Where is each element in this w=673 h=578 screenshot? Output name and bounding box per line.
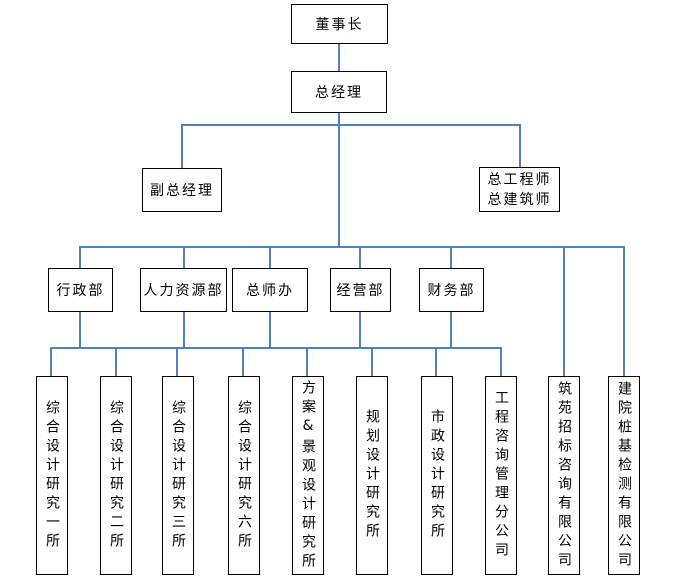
org-node-label: 综合设计研究六所	[236, 399, 252, 552]
org-node-unit-planning-institute: 规划设计研究所	[356, 376, 388, 575]
connector-level2-rail	[181, 124, 521, 126]
connector-dept2-down	[183, 312, 185, 349]
org-node-label-line2: 总建筑师	[487, 191, 552, 208]
org-node-unit-design-institute-6: 综合设计研究六所	[228, 376, 260, 575]
connector-to-dept-2	[183, 246, 185, 268]
org-node-label: 董事长	[315, 17, 364, 33]
org-node-general-manager: 总经理	[291, 71, 387, 113]
connector-to-unit-2	[115, 347, 117, 376]
org-node-label-line1: 总工程师	[487, 171, 552, 188]
connector-dept1-down	[79, 312, 81, 349]
connector-to-unit-9	[563, 246, 565, 376]
org-node-label: 人力资源部	[143, 283, 224, 299]
org-node-label: 工程咨询管理分公司	[493, 390, 509, 561]
org-node-label: 财务部	[427, 283, 476, 299]
connector-to-dept-1	[79, 246, 81, 268]
connector-gm-trunk	[338, 113, 340, 248]
org-node-deputy-general-manager: 副总经理	[142, 168, 222, 212]
org-node-dept-human-resources: 人力资源部	[140, 268, 227, 312]
org-node-unit-municipal-institute: 市政设计研究所	[421, 376, 453, 575]
connector-to-unit-5	[306, 347, 308, 376]
org-node-unit-engineering-consulting-branch: 工程咨询管理分公司	[485, 376, 517, 575]
org-node-dept-finance: 财务部	[419, 268, 484, 312]
org-node-chairman: 董事长	[291, 4, 388, 44]
org-node-label: 建院桩基检测有限公司	[616, 380, 632, 571]
org-node-unit-scheme-landscape-institute: 方案&景观设计研究所	[292, 376, 324, 575]
connector-to-unit-6	[371, 347, 373, 376]
org-node-label: 规划设计研究所	[364, 409, 380, 542]
org-node-unit-pile-foundation-testing: 建院桩基检测有限公司	[608, 376, 640, 575]
connector-dept5-down	[450, 312, 452, 349]
connector-to-chief	[519, 124, 521, 167]
connector-dept3-down	[269, 312, 271, 349]
connector-level4-rail	[50, 347, 502, 349]
org-node-label: 市政设计研究所	[429, 409, 445, 542]
connector-to-unit-4	[242, 347, 244, 376]
org-node-label: 副总经理	[150, 183, 214, 199]
org-node-unit-design-institute-1: 综合设计研究一所	[36, 376, 68, 575]
connector-to-unit-1	[50, 347, 52, 376]
connector-to-dept-3	[269, 246, 271, 268]
org-node-dept-chief-engineer-office: 总师办	[232, 268, 308, 312]
connector-to-unit-10	[623, 246, 625, 376]
org-node-label: 综合设计研究一所	[44, 399, 60, 552]
connector-to-dept-5	[450, 246, 452, 268]
connector-to-unit-7	[435, 347, 437, 376]
org-node-label: 总经理	[315, 85, 363, 101]
connector-dept4-down	[359, 312, 361, 349]
org-node-label: 总师办	[246, 283, 294, 299]
org-node-label: 方案&景观设计研究所	[300, 379, 316, 572]
org-node-dept-operations: 经营部	[330, 268, 391, 312]
org-node-unit-zhuyuan-bidding-consulting: 筑苑招标咨询有限公司	[548, 376, 580, 575]
connector-to-dept-4	[359, 246, 361, 268]
org-node-dept-administration: 行政部	[48, 268, 113, 312]
org-node-label: 行政部	[56, 283, 105, 299]
connector-to-deputy	[181, 124, 183, 168]
org-node-label: 筑苑招标咨询有限公司	[556, 380, 572, 571]
org-node-chief-engineer-architect: 总工程师 总建筑师	[479, 167, 560, 212]
org-node-label: 综合设计研究二所	[108, 399, 124, 552]
connector-to-unit-3	[176, 347, 178, 376]
connector-chairman-gm	[338, 44, 340, 72]
connector-level3-rail	[79, 246, 625, 248]
org-node-unit-design-institute-2: 综合设计研究二所	[100, 376, 132, 575]
connector-to-unit-8	[500, 347, 502, 376]
org-node-unit-design-institute-3: 综合设计研究三所	[162, 376, 194, 575]
org-node-label: 综合设计研究三所	[170, 399, 186, 552]
org-node-label: 经营部	[336, 283, 385, 299]
